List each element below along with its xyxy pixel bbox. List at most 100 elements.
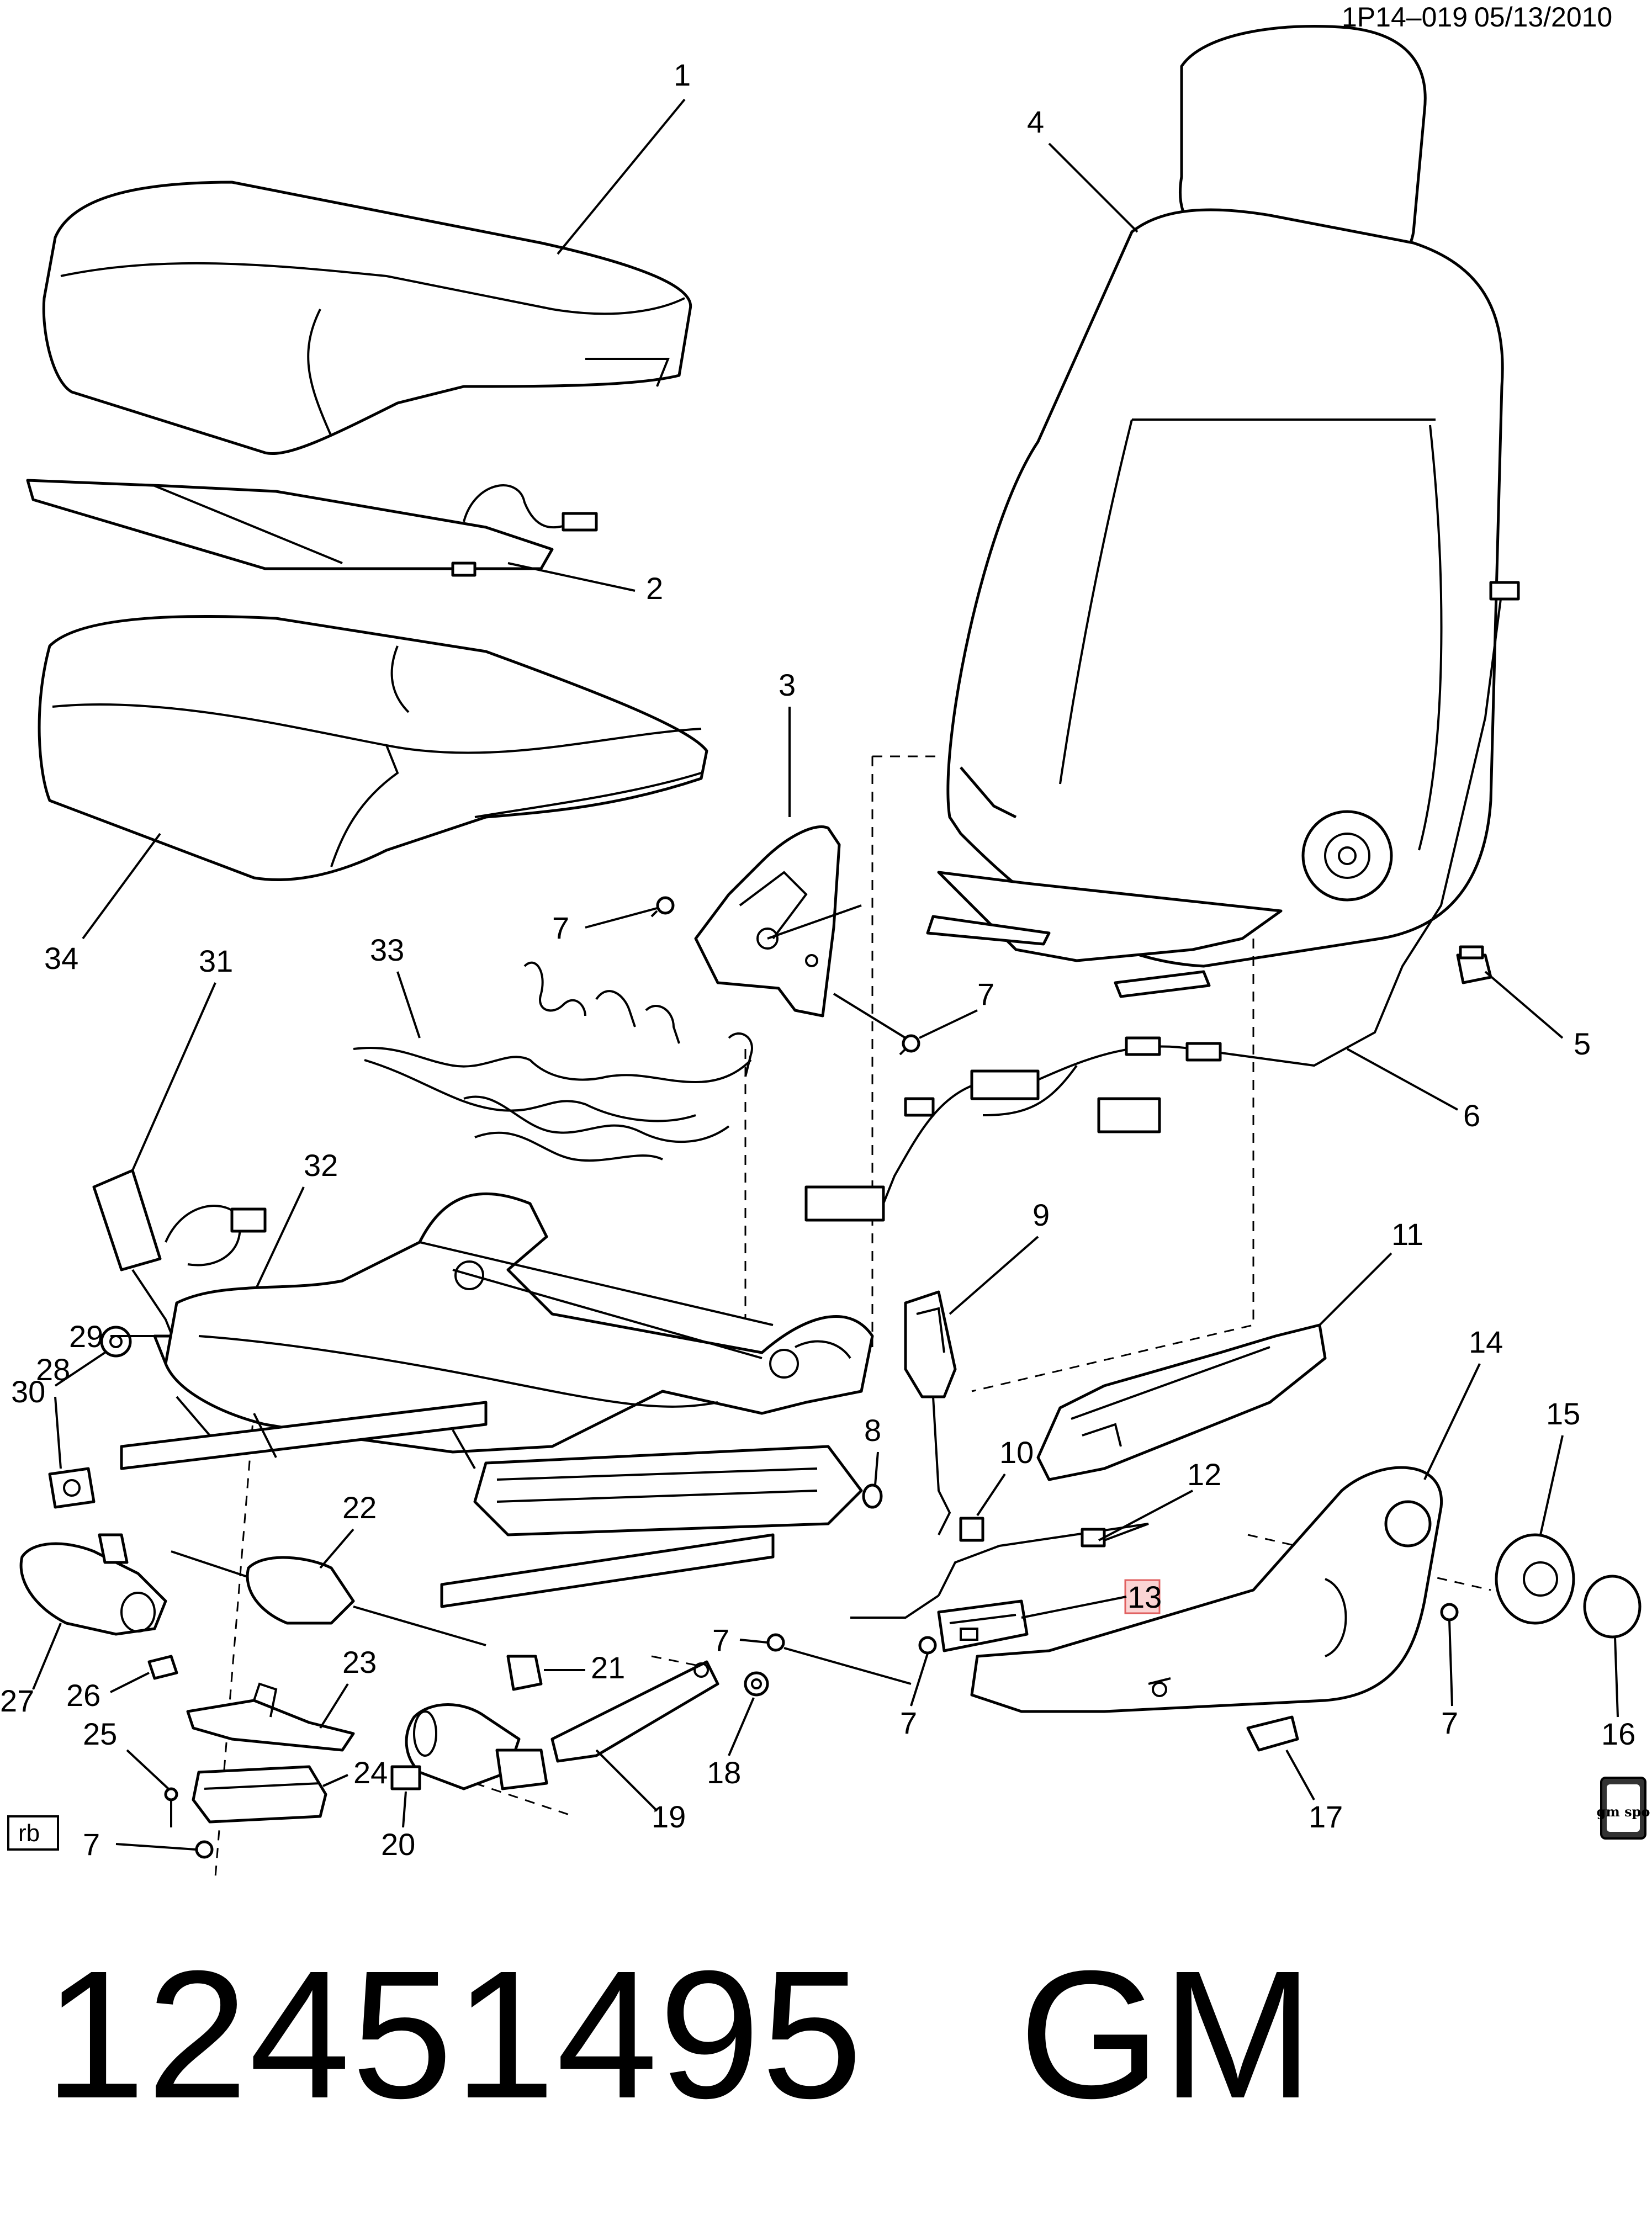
exploded-seat-diagram: 1P14–019 05/13/2010 1 2 34 [0, 2, 1650, 1878]
seat-cushion-pad [38, 615, 708, 881]
screw-7c [1440, 1603, 1459, 1621]
leader-25 [126, 1749, 170, 1790]
phantom-line-19 [651, 1655, 707, 1668]
gm-spo-badge: gm spo [1597, 1777, 1650, 1840]
callout-7b: 7 [977, 977, 994, 1011]
leader-7b-to-3 [833, 993, 907, 1039]
seat-frame-adjuster [120, 1192, 874, 1608]
callout-3: 3 [779, 667, 796, 702]
bolt-20 [390, 1765, 421, 1790]
leader-4 [1048, 142, 1139, 233]
seat-suspension-mat [353, 961, 753, 1162]
leader-1 [557, 98, 686, 255]
bolt-25 [164, 1787, 178, 1827]
callout-13: 13 [1127, 1580, 1162, 1614]
screw-7e [766, 1633, 785, 1652]
leader-26 [110, 1672, 150, 1693]
callout-4: 4 [1027, 104, 1044, 139]
leader-20 [402, 1791, 407, 1828]
callout-32: 32 [304, 1148, 338, 1183]
handle-cap-17 [1246, 1715, 1299, 1752]
callout-11: 11 [1391, 1217, 1423, 1252]
leader-7d [910, 1653, 929, 1707]
leader-14 [1423, 1363, 1481, 1480]
outer-trim-cover [1036, 1323, 1327, 1481]
callout-7c: 7 [1441, 1705, 1458, 1740]
leader-31 [131, 982, 216, 1171]
callout-13-highlight [1124, 1579, 1161, 1614]
corner-label-box [7, 1815, 59, 1851]
callout-33: 33 [370, 932, 404, 967]
leader-10 [976, 1473, 1006, 1517]
leader-7f [115, 1843, 197, 1851]
callout-7a: 7 [552, 910, 569, 945]
diagram-header-date: 05/13/2010 [1474, 2, 1612, 33]
lift-link [550, 1660, 719, 1763]
leader-8 [874, 1451, 879, 1486]
callout-31: 31 [199, 944, 233, 978]
phantom-line-24 [474, 1782, 575, 1817]
screw-7a [650, 896, 675, 918]
callout-12: 12 [1187, 1457, 1221, 1492]
callout-26: 26 [66, 1678, 100, 1713]
leader-22 [319, 1528, 354, 1569]
module-bracket [186, 1682, 355, 1752]
callout-14: 14 [1469, 1324, 1503, 1359]
callout-10: 10 [999, 1435, 1034, 1470]
callout-7f: 7 [83, 1827, 100, 1862]
callout-15: 15 [1546, 1396, 1580, 1431]
outer-side-shield [970, 1466, 1443, 1713]
plug-10 [959, 1517, 984, 1542]
seat-belt-buckle [92, 1169, 267, 1365]
callout-5: 5 [1574, 1026, 1591, 1061]
leader-7a-to-3 [767, 904, 862, 940]
callout-2: 2 [646, 571, 663, 606]
leader-24 [322, 1774, 348, 1787]
callout-9: 9 [1032, 1197, 1050, 1232]
callout-20: 20 [381, 1827, 415, 1862]
diagram-header-id: 1P14–019 [1342, 2, 1468, 33]
callout-7d: 7 [900, 1705, 917, 1740]
callout-30: 30 [11, 1374, 45, 1409]
callout-27: 27 [0, 1683, 34, 1718]
cushion-heater-pad [26, 479, 598, 577]
leader-9 [949, 1236, 1039, 1315]
leader-15 [1539, 1435, 1564, 1535]
recliner-bolt [1456, 945, 1492, 984]
lift-motor [405, 1703, 548, 1790]
nut-30 [100, 1326, 132, 1358]
seat-back-assembly [926, 25, 1504, 998]
seat-cushion-cover [42, 181, 692, 455]
leader-7e-to-14 [783, 1647, 912, 1685]
callout-1: 1 [674, 57, 691, 92]
switch-harness [850, 1523, 1149, 1619]
corner-label: rb [18, 1820, 40, 1847]
seat-control-module [192, 1765, 327, 1824]
leader-17 [1285, 1750, 1315, 1800]
seat-adjuster-switch [937, 1599, 1029, 1652]
callout-6: 6 [1463, 1098, 1480, 1133]
leader-33 [396, 971, 421, 1038]
screw-7d [918, 1636, 937, 1655]
leader-27 [32, 1623, 62, 1690]
screw-7f [195, 1840, 214, 1859]
callout-17: 17 [1309, 1799, 1343, 1834]
leader-11 [1319, 1252, 1392, 1326]
leader-6 [1347, 1048, 1458, 1111]
callout-8: 8 [864, 1413, 881, 1448]
callout-19: 19 [652, 1799, 686, 1834]
switch-bezel [904, 1290, 957, 1535]
callout-28: 28 [36, 1352, 70, 1387]
clip-21 [506, 1655, 543, 1691]
badge-label: gm spo [1597, 1804, 1650, 1820]
callout-34: 34 [44, 941, 78, 976]
leader-7c [1448, 1620, 1453, 1707]
leader-16 [1614, 1636, 1619, 1718]
leader-28 [54, 1396, 62, 1469]
knob-15 [1495, 1533, 1575, 1625]
leader-30 [54, 1352, 106, 1387]
callout-18: 18 [707, 1755, 741, 1790]
callout-7e: 7 [712, 1623, 729, 1657]
cap-16 [1583, 1575, 1642, 1639]
bolt-18 [744, 1671, 769, 1697]
